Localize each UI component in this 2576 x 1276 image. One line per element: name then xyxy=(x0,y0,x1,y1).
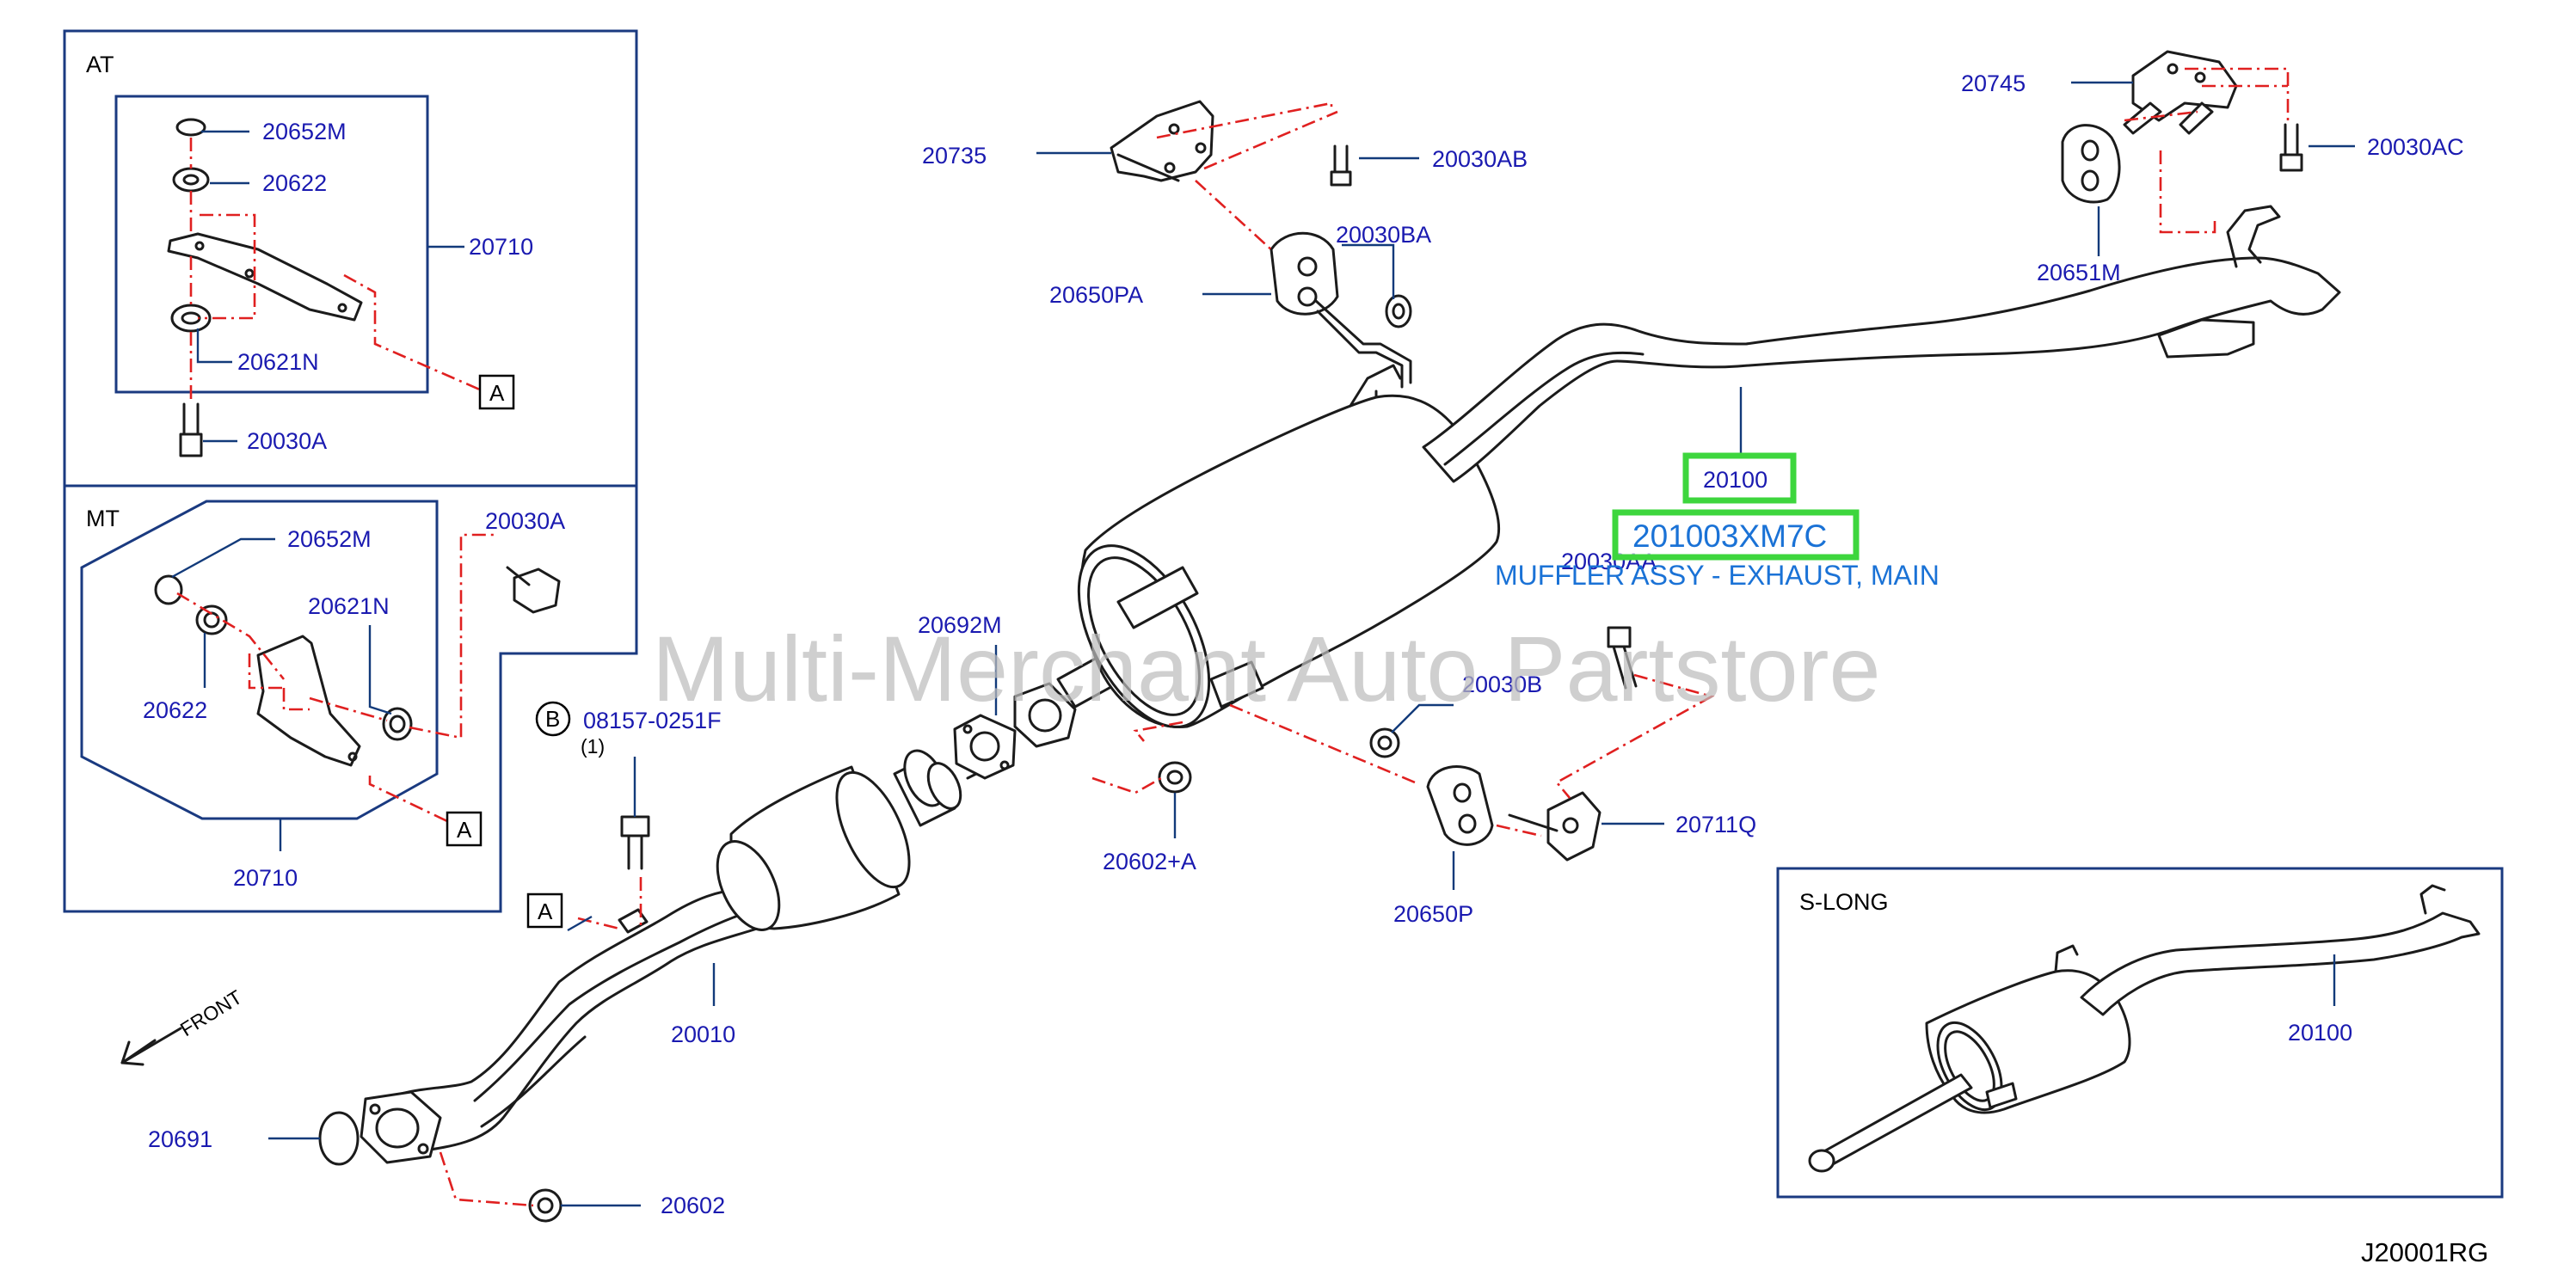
callout-20692m[interactable]: 20692M xyxy=(918,612,1002,638)
callout-20691[interactable]: 20691 xyxy=(148,1126,212,1152)
marker-a-main-label: A xyxy=(538,899,553,924)
gasket-20691 xyxy=(318,1111,360,1166)
front-direction-arrow: FRONT xyxy=(120,985,246,1066)
diagram-id: J20001RG xyxy=(2361,1237,2488,1267)
callout-mt-20710[interactable]: 20710 xyxy=(233,865,298,891)
callout-at-20621n[interactable]: 20621N xyxy=(237,349,319,375)
marker-a-at xyxy=(478,374,515,410)
callout-20602a[interactable]: 20602+A xyxy=(1103,849,1196,874)
callout-20745[interactable]: 20745 xyxy=(1961,71,2026,96)
mt-bracket-drawing xyxy=(154,566,561,767)
callout-s-long-20100[interactable]: 20100 xyxy=(2288,1020,2352,1046)
watermark: Multi-Merchant Auto Partstore xyxy=(652,617,1881,721)
at-bracket-drawing xyxy=(167,118,363,457)
callout-20030ba[interactable]: 20030BA xyxy=(1336,222,1431,248)
callout-20030b[interactable]: 20030B xyxy=(1462,672,1542,697)
callout-at-20622[interactable]: 20622 xyxy=(262,170,327,196)
callout-mt-20622[interactable]: 20622 xyxy=(143,697,207,723)
callout-20735[interactable]: 20735 xyxy=(922,143,987,169)
callout-20010[interactable]: 20010 xyxy=(671,1021,735,1047)
callout-mt-20652m[interactable]: 20652M xyxy=(287,526,372,552)
highlighted-part-number[interactable]: 201003XM7C xyxy=(1612,509,1860,561)
part-description: MUFFLER ASSY - EXHAUST, MAIN xyxy=(1495,560,1940,591)
main-exhaust-drawing xyxy=(318,50,2341,1223)
marker-b-label: B xyxy=(545,706,560,732)
mt-panel-label: MT xyxy=(86,506,120,531)
callout-08157-quantity: (1) xyxy=(581,735,605,758)
part-number-201003xm7c[interactable]: 201003XM7C xyxy=(1632,518,1827,554)
callout-20030ab[interactable]: 20030AB xyxy=(1432,146,1528,172)
at-panel-label: AT xyxy=(86,52,114,77)
at-mt-inset-panel: AT MT 20652M 20622 20710 xyxy=(63,29,638,913)
callout-20711q[interactable]: 20711Q xyxy=(1675,812,1756,837)
callout-08157-0251f[interactable]: 08157-0251F xyxy=(583,708,722,733)
callout-at-20030a[interactable]: 20030A xyxy=(247,428,327,454)
s-long-variant-panel: S-LONG 20100 xyxy=(1776,867,2504,1199)
callout-20651m[interactable]: 20651M xyxy=(2037,260,2121,285)
callout-20650pa[interactable]: 20650PA xyxy=(1049,282,1143,308)
callout-20650p[interactable]: 20650P xyxy=(1393,901,1473,927)
callout-20602[interactable]: 20602 xyxy=(661,1193,725,1218)
marker-a-main xyxy=(526,893,563,929)
callout-mt-20030a[interactable]: 20030A xyxy=(485,508,565,534)
callout-leader-lines xyxy=(268,81,2355,1207)
marker-a-mt xyxy=(446,811,483,847)
marker-a-mt-label: A xyxy=(457,817,472,843)
front-label: FRONT xyxy=(176,985,246,1040)
callout-at-20710[interactable]: 20710 xyxy=(469,234,533,260)
callout-mt-20621n[interactable]: 20621N xyxy=(308,593,390,619)
marker-b xyxy=(535,701,571,737)
callout-20100[interactable]: 20100 xyxy=(1703,467,1768,493)
assembly-dashed-lines xyxy=(439,67,2290,1207)
s-long-muffler-drawing xyxy=(1808,884,2481,1173)
marker-a-at-label: A xyxy=(489,380,505,406)
callout-at-20652m[interactable]: 20652M xyxy=(262,119,347,144)
s-long-panel-label: S-LONG xyxy=(1799,889,1889,915)
highlighted-part-20100[interactable]: 20100 xyxy=(1682,452,1797,504)
main-callouts: 20735 20030AB 20030BA 20650PA 20745 2003… xyxy=(148,71,2464,1218)
callout-20030ac[interactable]: 20030AC xyxy=(2367,134,2464,160)
